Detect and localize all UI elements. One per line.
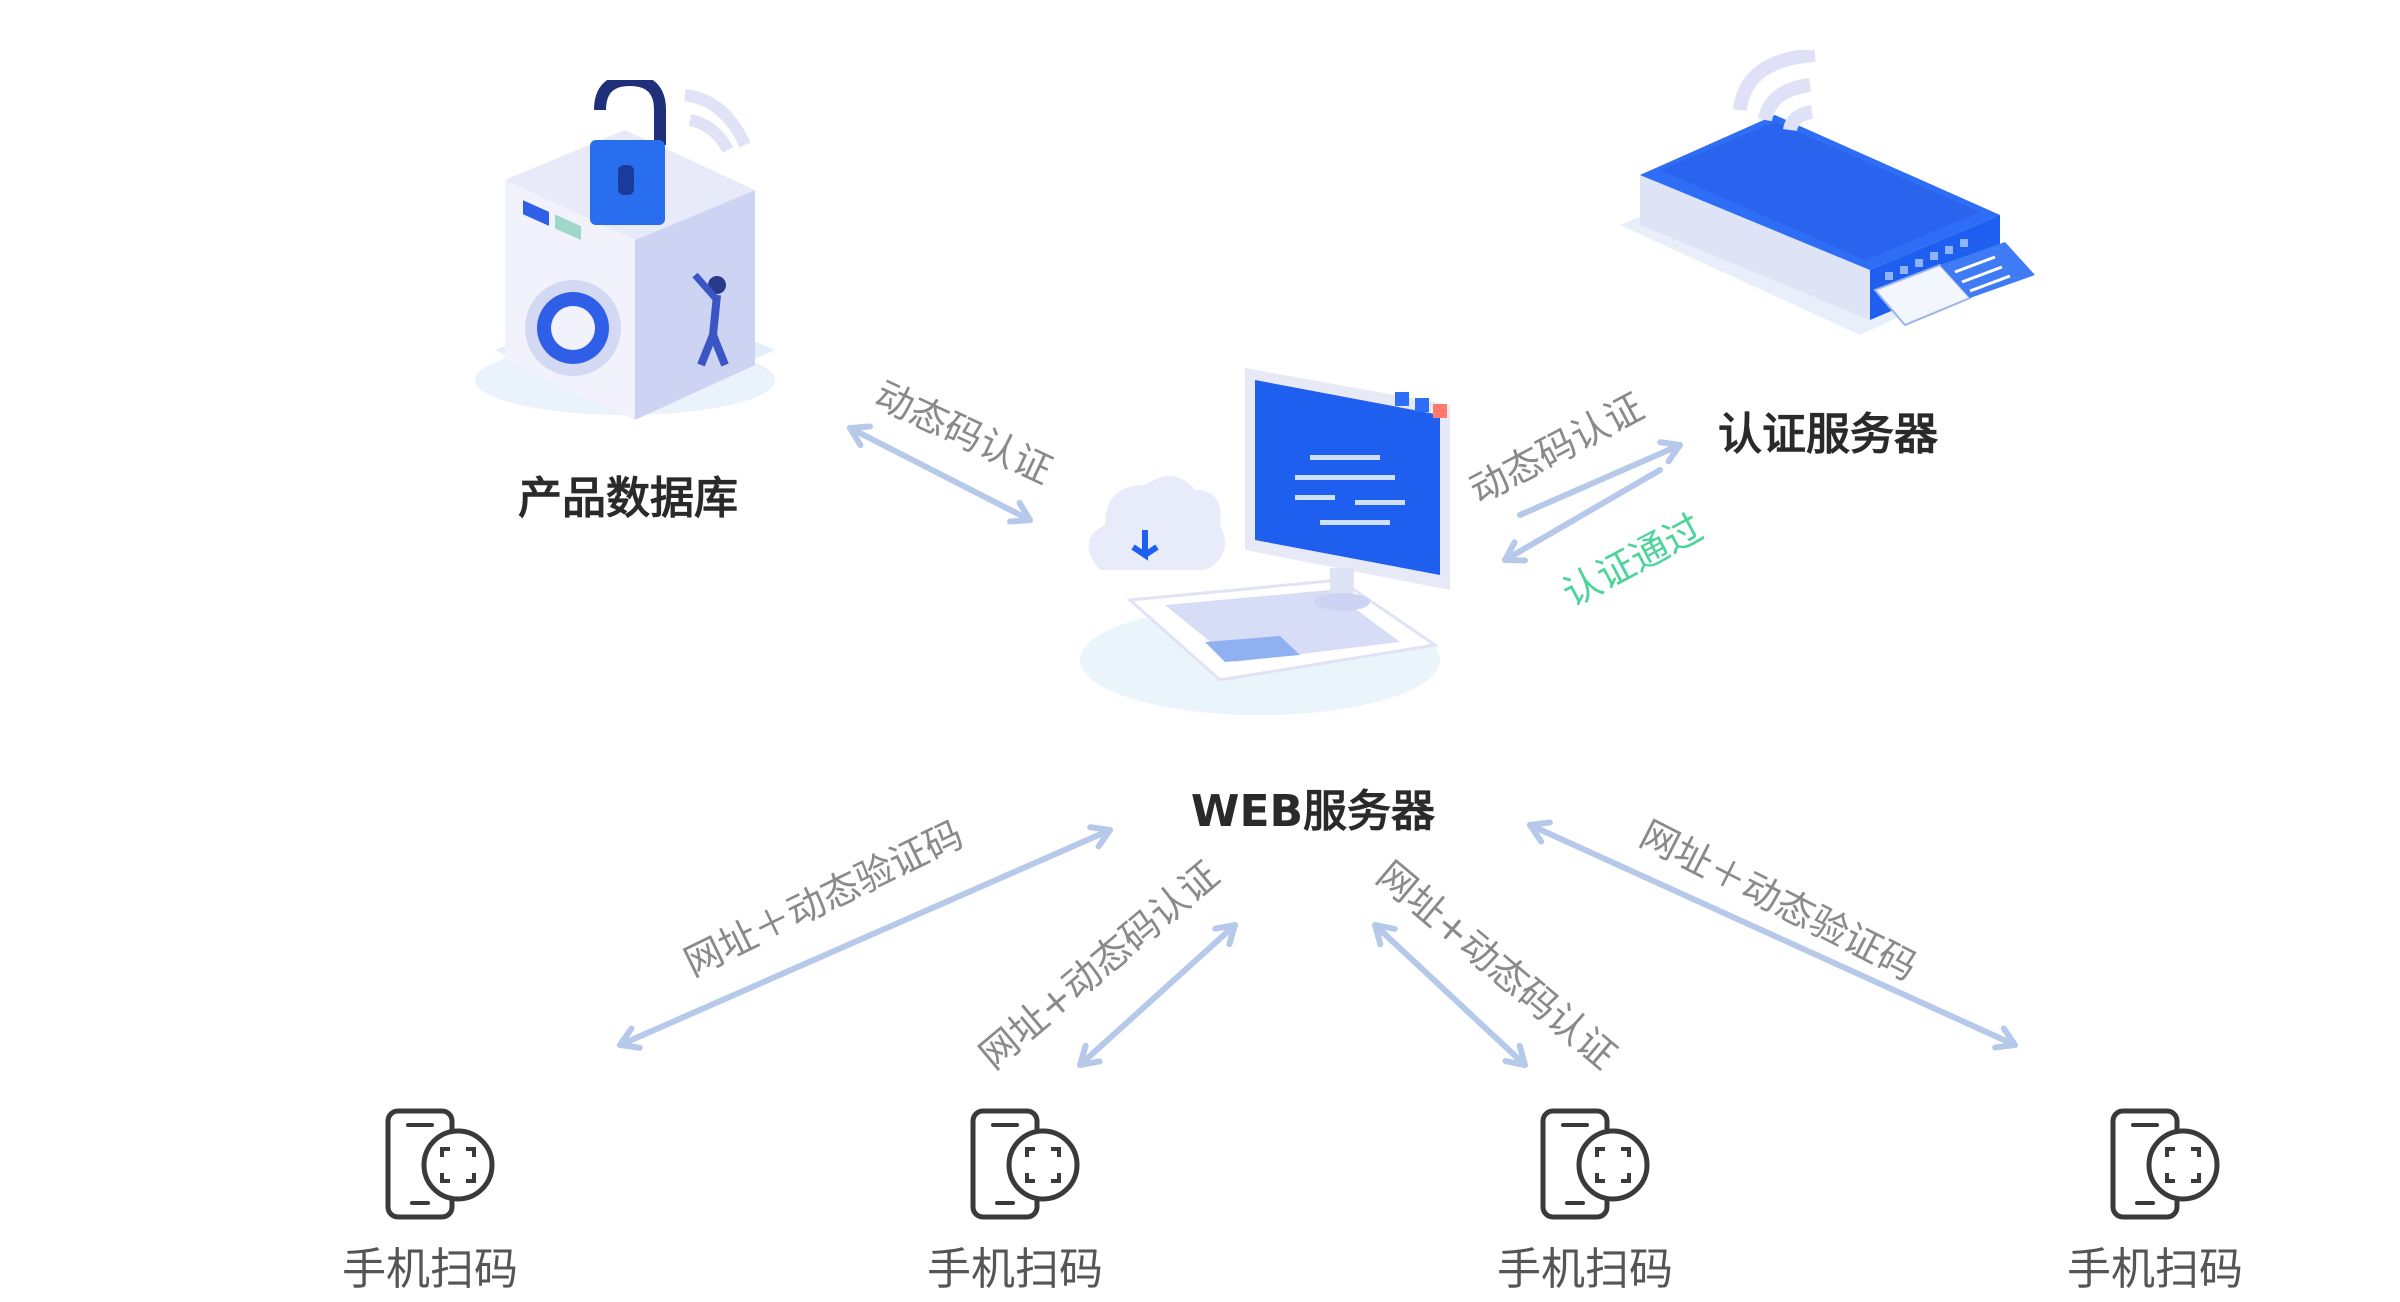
washing-machine-lock-icon xyxy=(475,80,775,420)
phone-scan-icon xyxy=(385,1108,495,1220)
phone-scan-icon xyxy=(2110,1108,2220,1220)
phone-scan-icon xyxy=(1540,1108,1650,1220)
arrow-web-auth xyxy=(1517,439,1683,518)
phone-scan-icon xyxy=(970,1108,1080,1220)
phone-label: 手机扫码 xyxy=(1497,1244,1673,1295)
phone-label: 手机扫码 xyxy=(342,1244,518,1295)
auth-server-title: 认证服务器 xyxy=(1718,409,1938,460)
phone-label: 手机扫码 xyxy=(927,1244,1103,1295)
web-server-title: WEB服务器 xyxy=(1190,786,1436,837)
arrow-phone3 xyxy=(1372,922,1528,1068)
arrow-phone1 xyxy=(617,824,1113,1051)
computer-monitor-icon xyxy=(1080,368,1450,715)
rack-server-icon xyxy=(1620,50,2035,335)
arrow-auth-web xyxy=(1502,467,1663,564)
arrow-phone4 xyxy=(1527,819,2018,1051)
arrow-phone2 xyxy=(1077,922,1238,1068)
phone-label: 手机扫码 xyxy=(2067,1244,2243,1295)
arrow-db-web xyxy=(847,423,1033,525)
product-db-title: 产品数据库 xyxy=(518,473,738,524)
